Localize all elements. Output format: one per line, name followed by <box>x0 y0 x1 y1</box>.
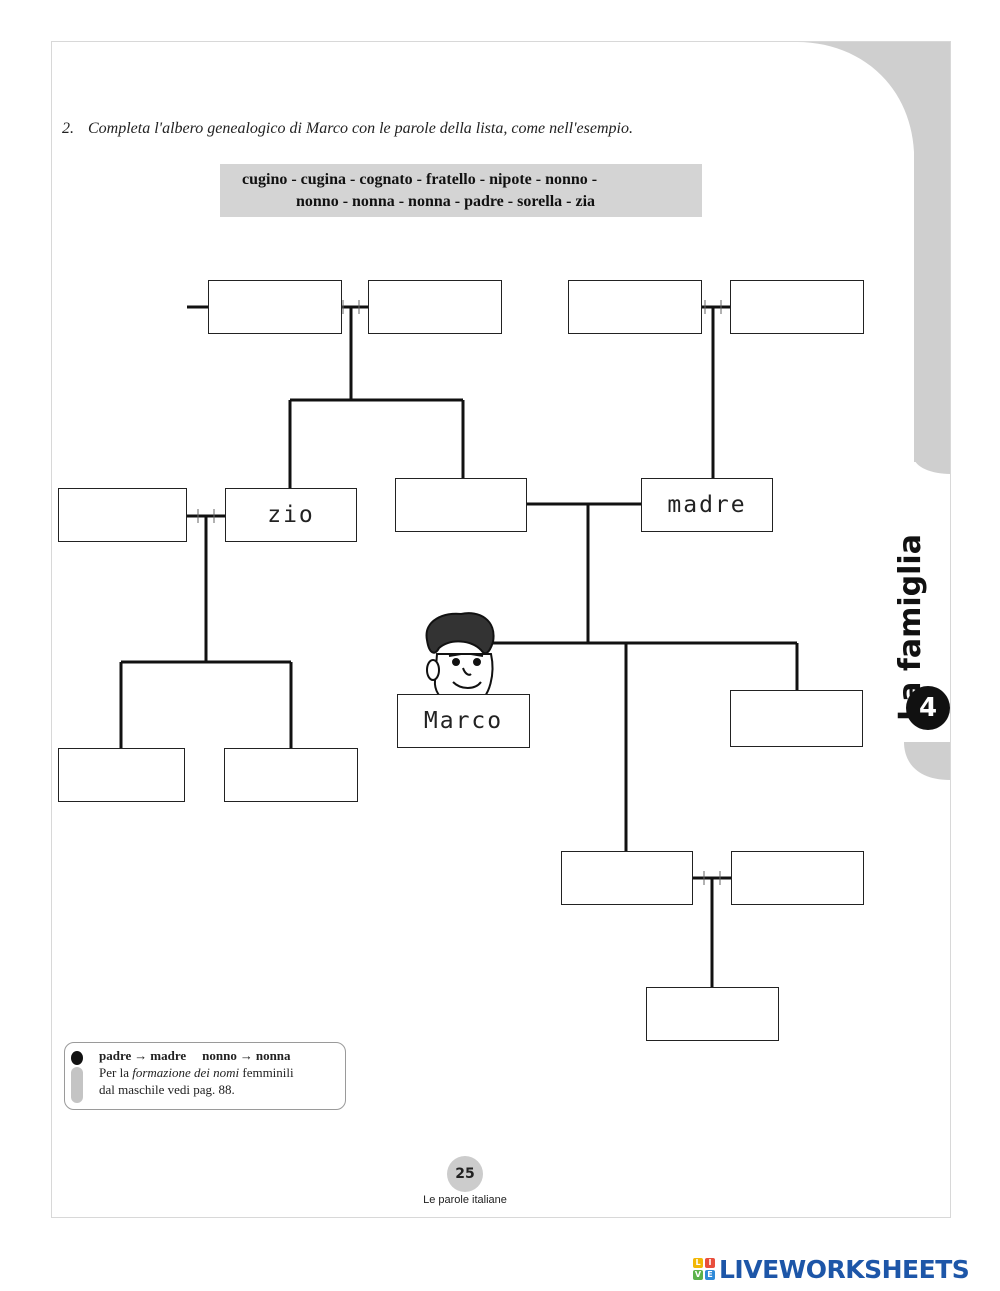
liveworksheets-wordmark: LIVEWORKSHEETS <box>719 1254 970 1284</box>
page-corner-decoration <box>797 42 950 780</box>
marco-box: Marco <box>397 694 530 748</box>
cousin-box-2[interactable] <box>224 748 358 802</box>
nephew-box[interactable] <box>646 987 779 1041</box>
uncle-label: zio <box>267 502 315 528</box>
sister-box[interactable] <box>730 690 863 747</box>
note-line-2: Per la formazione dei nomi femminili <box>99 1065 294 1080</box>
exercise-instruction: 2. Completa l'albero genealogico di Marco… <box>62 120 762 138</box>
book-title: Le parole italiane <box>423 1194 507 1206</box>
workbook-page: La famiglia 4 2.Completa l'albero geneal… <box>52 42 950 1217</box>
mother-label: madre <box>667 492 747 518</box>
arrow-icon: → <box>239 1048 253 1063</box>
grandparent-box-1[interactable] <box>208 280 342 334</box>
word-list-line-2: nonno - nonna - nonna - padre - sorella … <box>296 193 596 210</box>
grandparent-box-4[interactable] <box>730 280 864 334</box>
note-bullet-icon <box>71 1051 83 1065</box>
mother-box: madre <box>641 478 773 532</box>
brother-in-law-box[interactable] <box>731 851 864 905</box>
marco-cartoon-face <box>425 612 495 707</box>
grandparent-box-3[interactable] <box>568 280 702 334</box>
note-bar-icon <box>71 1067 83 1103</box>
father-box[interactable] <box>395 478 527 532</box>
brother-box[interactable] <box>561 851 693 905</box>
page-number: 25 <box>447 1156 483 1192</box>
cousin-box-1[interactable] <box>58 748 185 802</box>
exercise-text: Completa l'albero genealogico di Marco c… <box>88 120 633 137</box>
chapter-number-badge: 4 <box>906 686 950 730</box>
word-list-box: cugino - cugina - cognato - fratello - n… <box>220 164 702 217</box>
marco-label: Marco <box>423 708 504 734</box>
liveworksheets-icon: L I V E <box>693 1258 715 1280</box>
grandparent-box-2[interactable] <box>368 280 502 334</box>
family-tree-connectors <box>119 300 799 988</box>
note-line-3: dal maschile vedi pag. 88. <box>99 1082 235 1097</box>
aunt-box[interactable] <box>58 488 187 542</box>
liveworksheets-logo: L I V E LIVEWORKSHEETS <box>693 1254 970 1284</box>
exercise-number: 2. <box>62 120 74 137</box>
word-list-line-1: cugino - cugina - cognato - fratello - n… <box>242 171 598 188</box>
uncle-box: zio <box>225 488 357 542</box>
arrow-icon: → <box>134 1048 148 1063</box>
